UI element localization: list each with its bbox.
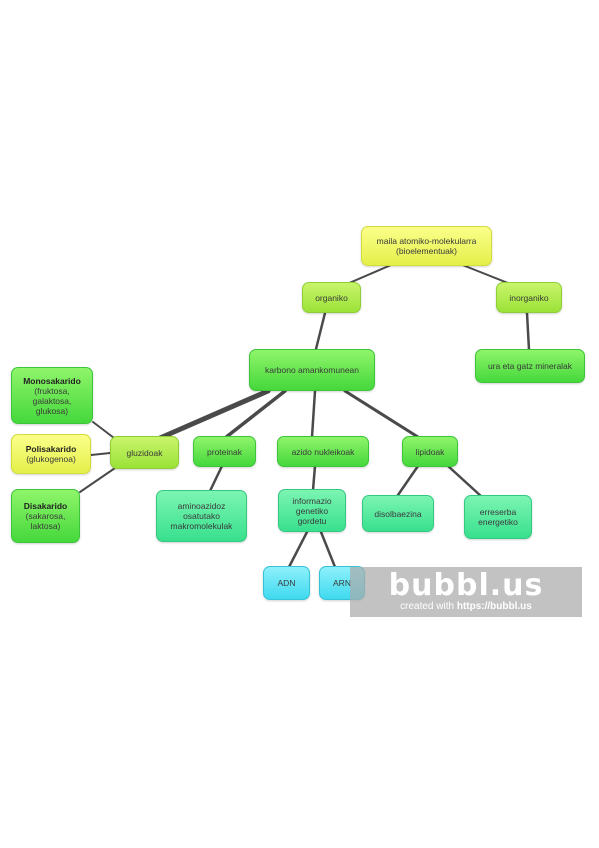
node-aminoazidoz-osatutako-makromolekulak[interactable]: aminoazidoz osatutako makromolekulak xyxy=(156,490,247,542)
node-text: informazio xyxy=(292,495,332,506)
node-text: genetiko xyxy=(295,505,329,516)
node-text: azido nukleikoak xyxy=(291,446,355,457)
edge-inorganiko-ura xyxy=(525,311,531,352)
node-text: inorganiko xyxy=(509,292,549,303)
node-text: makromolekulak xyxy=(170,521,233,531)
node-text: gordetu xyxy=(297,515,327,526)
node-text: laktosa) xyxy=(30,521,61,531)
node-text: osatutako xyxy=(183,511,220,521)
bubbl-us-watermark[interactable]: bubbl.us created with https://bubbl.us xyxy=(350,567,582,617)
node-text: proteinak xyxy=(207,446,242,457)
edge-karbono-proteinak xyxy=(223,389,287,440)
edge-karbono-lipidoak xyxy=(343,389,420,439)
node-text: organiko xyxy=(315,292,348,303)
node-text: karbono amankomunean xyxy=(264,365,360,375)
node-disolbaezina[interactable]: disolbaezina xyxy=(362,495,434,532)
node-text: maila atomiko-molekularra xyxy=(376,236,477,246)
edge-lipidoak-disolbaezina xyxy=(396,464,420,497)
edge-gluzidoak-polisakarido xyxy=(90,452,111,456)
node-polisakarido[interactable]: Polisakarido (glukogenoa) xyxy=(11,434,91,474)
node-text: (sakarosa, xyxy=(25,511,66,521)
edge-informazio-adn xyxy=(287,530,309,569)
watermark-link[interactable]: https://bubbl.us xyxy=(456,601,532,612)
node-text: lipidoak xyxy=(415,446,445,457)
node-title: Polisakarido xyxy=(25,444,77,454)
node-inorganiko[interactable]: inorganiko xyxy=(496,282,562,313)
edge-organiko-karbono xyxy=(314,311,327,351)
node-title: Disakarido xyxy=(23,501,68,511)
node-text: gluzidoak xyxy=(126,447,163,458)
edge-proteinak-aminoazido xyxy=(208,464,224,493)
node-adn[interactable]: ADN xyxy=(263,566,310,600)
node-text: ADN xyxy=(277,578,296,588)
node-text: ura eta gatz mineralak xyxy=(487,361,573,371)
edge-lipidoak-erreserba xyxy=(446,464,484,499)
node-proteinak[interactable]: proteinak xyxy=(193,436,256,467)
node-text: (glukogenoa) xyxy=(26,454,76,464)
bubbl-us-logo: bubbl.us xyxy=(388,568,544,603)
watermark-caption-prefix: created with xyxy=(400,601,457,612)
node-disakarido[interactable]: Disakarido (sakarosa, laktosa) xyxy=(11,489,80,543)
node-text: aminoazidoz xyxy=(177,501,226,511)
node-text: disolbaezina xyxy=(374,508,422,519)
node-text: glukosa) xyxy=(35,405,69,416)
node-ura-eta-gatz-mineralak[interactable]: ura eta gatz mineralak xyxy=(475,349,585,383)
node-title: Monosakarido xyxy=(23,375,81,386)
edge-informazio-arn xyxy=(319,530,337,569)
edge-gluzidoak-disakarido xyxy=(79,465,119,493)
node-text: erreserba xyxy=(479,507,517,517)
node-text: galaktosa, xyxy=(32,395,72,406)
node-maila-atomiko-molekularra[interactable]: maila atomiko-molekularra (bioelementuak… xyxy=(361,226,492,266)
node-text: energetiko xyxy=(478,517,518,527)
node-text: ARN xyxy=(333,578,351,588)
node-text: (fruktosa, xyxy=(34,385,70,396)
node-monosakarido[interactable]: Monosakarido (fruktosa, galaktosa, gluko… xyxy=(11,367,93,424)
node-organiko[interactable]: organiko xyxy=(302,282,361,313)
edge-azido-informazio xyxy=(311,464,317,492)
node-karbono-amankomunean[interactable]: karbono amankomunean xyxy=(249,349,375,391)
edge-karbono-azido xyxy=(310,389,317,439)
edge-karbono-gluzidoak xyxy=(157,388,271,441)
watermark-caption: created with https://bubbl.us xyxy=(350,601,582,612)
node-lipidoak[interactable]: lipidoak xyxy=(402,436,458,467)
node-text: (bioelementuak) xyxy=(396,246,457,256)
node-gluzidoak[interactable]: gluzidoak xyxy=(110,436,179,469)
node-informazio-genetiko-gordetu[interactable]: informazio genetiko gordetu xyxy=(278,489,346,532)
node-azido-nukleikoak[interactable]: azido nukleikoak xyxy=(277,436,369,467)
node-erreserba-energetiko[interactable]: erreserba energetiko xyxy=(464,495,532,539)
